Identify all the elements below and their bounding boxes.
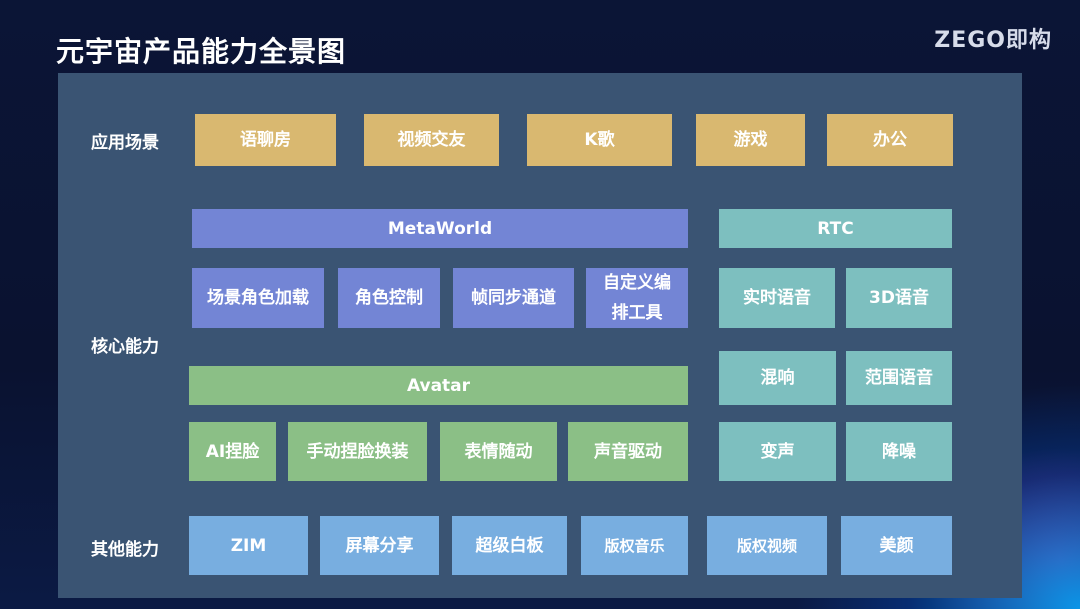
scene-voice-chat-room: 语聊房 — [195, 114, 336, 166]
rtc-voice-change: 变声 — [719, 422, 836, 481]
scene-office: 办公 — [827, 114, 953, 166]
other-licensed-video: 版权视频 — [707, 516, 827, 575]
rtc-reverb: 混响 — [719, 351, 836, 405]
rtc-realtime-voice: 实时语音 — [719, 268, 835, 328]
row-label-core: 核心能力 — [91, 337, 159, 357]
metaworld-scene-character-loading: 场景角色加载 — [192, 268, 324, 328]
other-zim: ZIM — [189, 516, 308, 575]
other-beauty: 美颜 — [841, 516, 952, 575]
metaworld-character-control: 角色控制 — [338, 268, 440, 328]
rtc-3d-voice: 3D语音 — [846, 268, 952, 328]
rtc-header: RTC — [719, 209, 952, 248]
page-title: 元宇宙产品能力全景图 — [56, 35, 347, 68]
avatar-manual-face-outfit: 手动捏脸换装 — [288, 422, 427, 481]
row-label-other: 其他能力 — [91, 540, 159, 560]
other-whiteboard: 超级白板 — [452, 516, 567, 575]
metaworld-frame-sync-channel: 帧同步通道 — [453, 268, 574, 328]
custom-editor-line-1: 自定义编 — [603, 273, 671, 293]
avatar-expression-follow: 表情随动 — [440, 422, 557, 481]
avatar-ai-face: AI捏脸 — [189, 422, 276, 481]
zego-logo: ZEGO即构 — [934, 28, 1052, 53]
scene-video-dating: 视频交友 — [364, 114, 499, 166]
rtc-noise-reduction: 降噪 — [846, 422, 952, 481]
row-label-scenes: 应用场景 — [91, 133, 159, 153]
other-screen-share: 屏幕分享 — [320, 516, 439, 575]
scene-gaming: 游戏 — [696, 114, 805, 166]
avatar-header: Avatar — [189, 366, 688, 405]
metaworld-custom-editor-tool: 自定义编 排工具 — [586, 268, 688, 328]
other-licensed-music: 版权音乐 — [581, 516, 688, 575]
metaworld-header: MetaWorld — [192, 209, 688, 248]
rtc-range-voice: 范围语音 — [846, 351, 952, 405]
avatar-voice-driven: 声音驱动 — [568, 422, 688, 481]
scene-karaoke: K歌 — [527, 114, 672, 166]
custom-editor-line-2: 排工具 — [611, 303, 663, 323]
